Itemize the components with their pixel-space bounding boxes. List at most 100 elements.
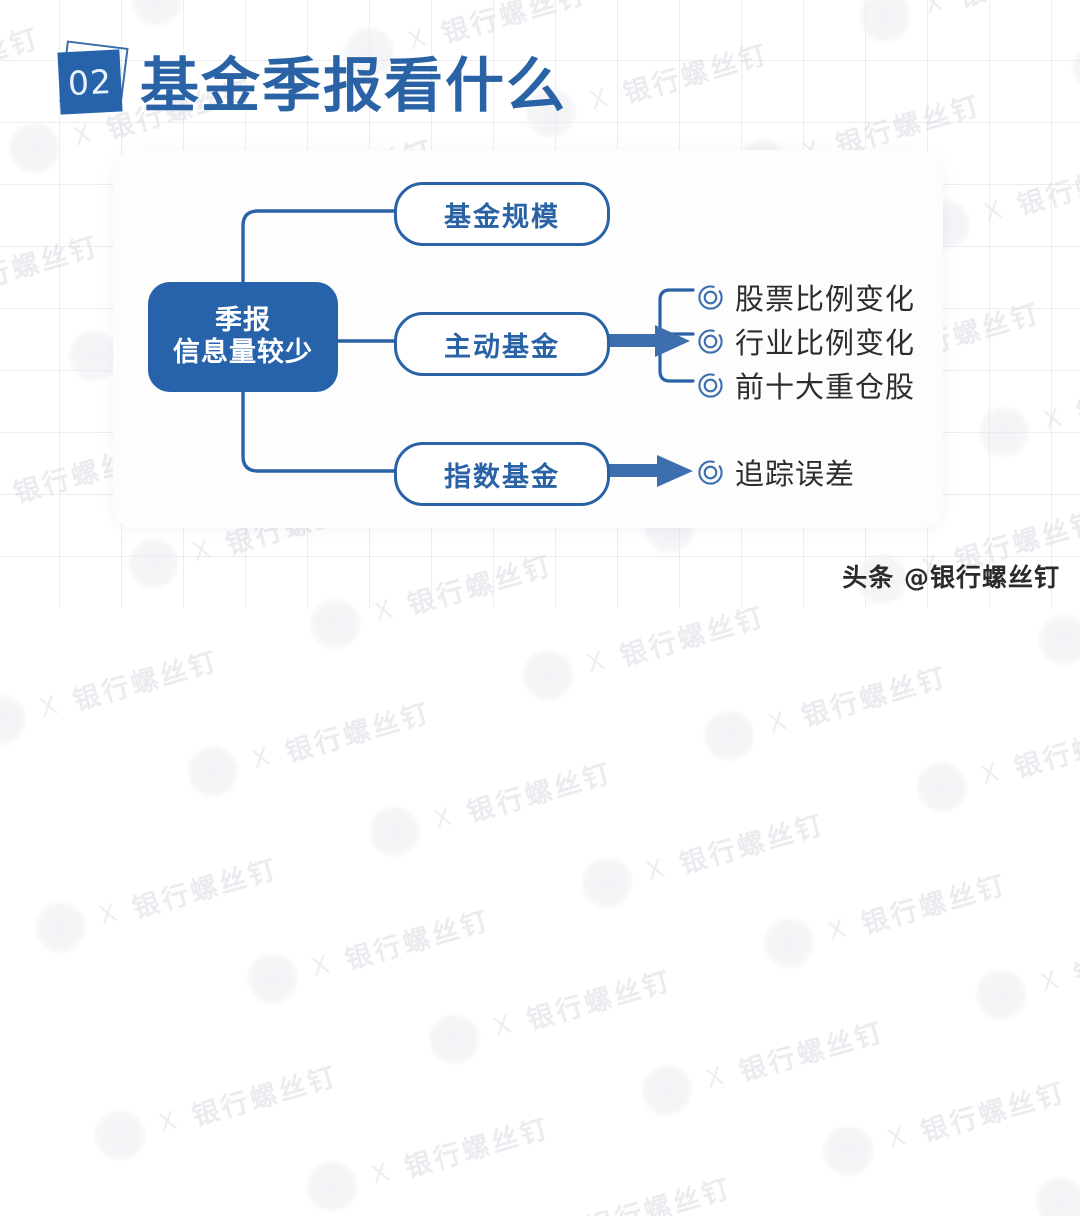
leaf-item[interactable]: 前十大重仓股 — [697, 364, 915, 406]
branch-node-label: 指数基金 — [444, 455, 560, 494]
leaf-item[interactable]: 股票比例变化 — [697, 276, 915, 318]
watermark-x-glyph: X — [368, 1156, 395, 1189]
watermark-x-glyph: X — [249, 740, 276, 773]
watermark-label: 银行螺丝钉 — [1068, 914, 1080, 993]
branch-node-active-fund[interactable]: 主动基金 — [394, 312, 610, 376]
watermark-x-glyph: X — [884, 1120, 911, 1153]
watermark-label: 银行螺丝钉 — [581, 1166, 736, 1216]
watermark-x-glyph: X — [765, 705, 792, 738]
watermark-logo-icon — [86, 1102, 153, 1169]
watermark-x-glyph: X — [96, 897, 123, 930]
double-circle-icon — [697, 372, 724, 399]
page-title: 基金季报看什么 — [140, 38, 567, 123]
watermark-x-glyph: X — [430, 801, 457, 834]
section-badge: 02 — [57, 46, 135, 118]
watermark-label: 银行螺丝钉 — [187, 1054, 342, 1133]
watermark-logo-icon — [481, 1213, 548, 1216]
watermark-label: 银行螺丝钉 — [399, 1106, 554, 1185]
watermark-logo-icon — [27, 894, 94, 961]
watermark-label: 银行螺丝钉 — [856, 862, 1011, 941]
watermark-logo-icon — [1031, 606, 1080, 673]
watermark-label: 银行螺丝钉 — [1009, 706, 1080, 785]
branch-node-label: 基金规模 — [444, 195, 560, 234]
page-header: 02 基金季报看什么 — [0, 0, 1080, 150]
watermark-logo-icon — [756, 910, 823, 977]
root-node[interactable]: 季报 信息量较少 — [148, 282, 338, 392]
watermark-x-glyph: X — [977, 756, 1004, 789]
leaf-item-label: 股票比例变化 — [735, 276, 915, 318]
watermark-logo-icon — [574, 849, 641, 916]
leaf-item-label: 行业比例变化 — [735, 320, 915, 362]
watermark-x-glyph: X — [155, 1104, 182, 1137]
watermark-label: 银行螺丝钉 — [674, 802, 829, 881]
leaf-item[interactable]: 追踪误差 — [697, 451, 855, 493]
root-node-line-1: 季报 — [215, 306, 271, 336]
watermark-label: 银行螺丝钉 — [915, 1070, 1070, 1149]
watermark-label: 银行螺丝钉 — [127, 847, 282, 926]
watermark-x-glyph: X — [308, 948, 335, 981]
watermark-label: 银行螺丝钉 — [521, 958, 676, 1037]
leaf-item[interactable]: 行业比例变化 — [697, 320, 915, 362]
watermark-x-glyph: X — [36, 689, 63, 722]
badge-number: 02 — [67, 61, 113, 102]
watermark-x-glyph: X — [643, 852, 670, 885]
double-circle-icon — [697, 328, 724, 355]
double-circle-icon — [697, 459, 724, 486]
watermark-item: X 银行螺丝钉 — [968, 907, 1080, 1028]
credit-text: 头条 @银行螺丝钉 — [842, 558, 1060, 594]
watermark-logo-icon — [180, 738, 247, 805]
watermark-label: 银行螺丝钉 — [68, 639, 223, 718]
leaf-item-label: 前十大重仓股 — [735, 364, 915, 406]
watermark-label: 银行螺丝钉 — [280, 690, 435, 769]
watermark-x-glyph: X — [1037, 964, 1064, 997]
watermark-logo-icon — [633, 1057, 700, 1124]
branch-node-index-fund[interactable]: 指数基金 — [394, 442, 610, 506]
watermark-x-glyph: X — [702, 1060, 729, 1093]
watermark-logo-icon — [299, 1153, 366, 1216]
branch-node-label: 主动基金 — [444, 325, 560, 364]
watermark-label: 银行螺丝钉 — [462, 751, 617, 830]
watermark-logo-icon — [909, 754, 976, 821]
watermark-x-glyph: X — [490, 1008, 517, 1041]
watermark-label: 银行螺丝钉 — [340, 898, 495, 977]
watermark-x-glyph: X — [583, 644, 610, 677]
watermark-x-glyph: X — [825, 912, 852, 945]
watermark-logo-icon — [239, 945, 306, 1012]
watermark-logo-icon — [968, 961, 1035, 1028]
watermark-logo-icon — [362, 798, 429, 865]
double-circle-icon — [697, 284, 724, 311]
watermark-label: 银行螺丝钉 — [796, 655, 951, 734]
branch-node-fund-scale[interactable]: 基金规模 — [394, 182, 610, 246]
watermark-label: 银行螺丝钉 — [734, 1010, 889, 1089]
badge-box: 02 — [57, 49, 122, 114]
watermark-logo-icon — [514, 642, 581, 709]
root-node-line-2: 信息量较少 — [173, 338, 313, 368]
watermark-logo-icon — [421, 1006, 488, 1073]
leaf-item-label: 追踪误差 — [735, 451, 855, 493]
watermark-logo-icon — [696, 702, 763, 769]
watermark-logo-icon — [815, 1117, 882, 1184]
watermark-logo-icon — [1028, 1169, 1080, 1216]
watermark-logo-icon — [0, 686, 34, 753]
